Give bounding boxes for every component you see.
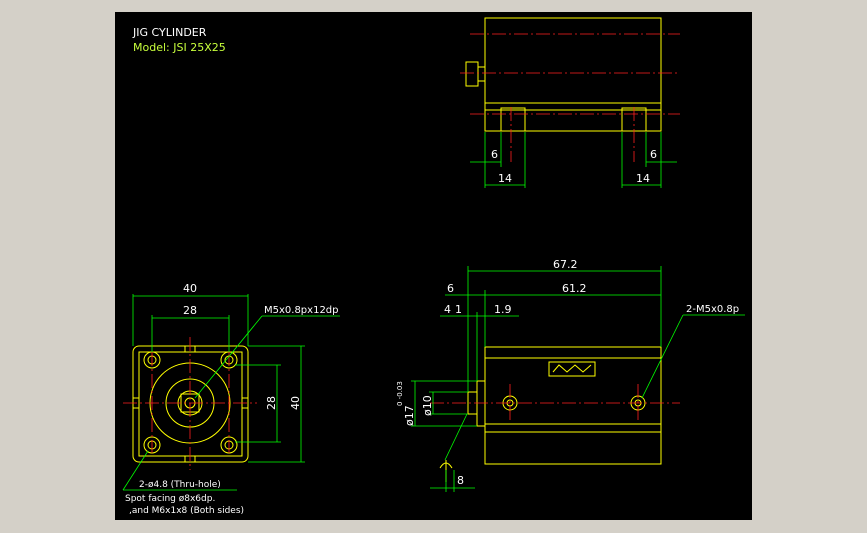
hole-note-1: 2-ø4.8 (Thru-hole)	[139, 480, 221, 490]
side-dim-6: 6	[447, 282, 454, 295]
front-dim-width-28: 28	[183, 304, 197, 317]
top-view-rod	[477, 66, 486, 82]
side-view-nameplate	[548, 361, 596, 377]
front-view: 40 28 40 28 M5x0.8px12dp 2-ø4.8 (Thru-ho…	[122, 282, 340, 516]
drawing-viewport[interactable]: JIG CYLINDER Model: JSI 25X25 6 6 14 14	[115, 12, 752, 520]
front-dim-height-28: 28	[265, 396, 278, 410]
side-view-head	[476, 380, 486, 427]
side-dim-overall: 67.2	[553, 258, 578, 271]
cad-drawing: JIG CYLINDER Model: JSI 25X25 6 6 14 14	[122, 17, 745, 516]
model-label: Model: JSI 25X25	[133, 41, 226, 54]
side-dim-8: 8	[457, 474, 464, 487]
side-dim-1-9: 1.9	[494, 303, 512, 316]
drawing-title: JIG CYLINDER	[132, 26, 207, 39]
front-dim-height-40: 40	[289, 396, 302, 410]
hole-note-2: Spot facing ø8x6dp.	[125, 494, 215, 504]
top-dim-right-6: 6	[650, 148, 657, 161]
hole-note-3: ,and M6x1x8 (Both sides)	[129, 506, 244, 516]
side-dim-body: 61.2	[562, 282, 587, 295]
top-view-body-outline	[484, 17, 662, 104]
side-dim-1: 1	[455, 303, 462, 316]
top-view: 6 6 14 14	[460, 17, 680, 188]
top-dim-left-14: 14	[498, 172, 512, 185]
front-dim-width-40: 40	[183, 282, 197, 295]
top-dim-left-6: 6	[491, 148, 498, 161]
port-note: 2-M5x0.8p	[686, 304, 739, 315]
side-dim-dia-17: ø17	[403, 405, 416, 426]
side-dim-4: 4	[444, 303, 451, 316]
thread-note: M5x0.8px12dp	[264, 305, 339, 316]
side-view: 67.2 61.2 6 4 1 1.9 2-M5x0.8p ø17 0 -0.0…	[396, 258, 745, 492]
side-dim-dia-10: ø10	[421, 395, 434, 416]
top-dim-right-14: 14	[636, 172, 650, 185]
side-dim-dia-17-tol: 0 -0.03	[396, 381, 404, 406]
top-view-left-pad	[500, 107, 526, 132]
top-view-rod-fitting	[465, 61, 479, 87]
top-view-base-outline	[484, 102, 662, 132]
